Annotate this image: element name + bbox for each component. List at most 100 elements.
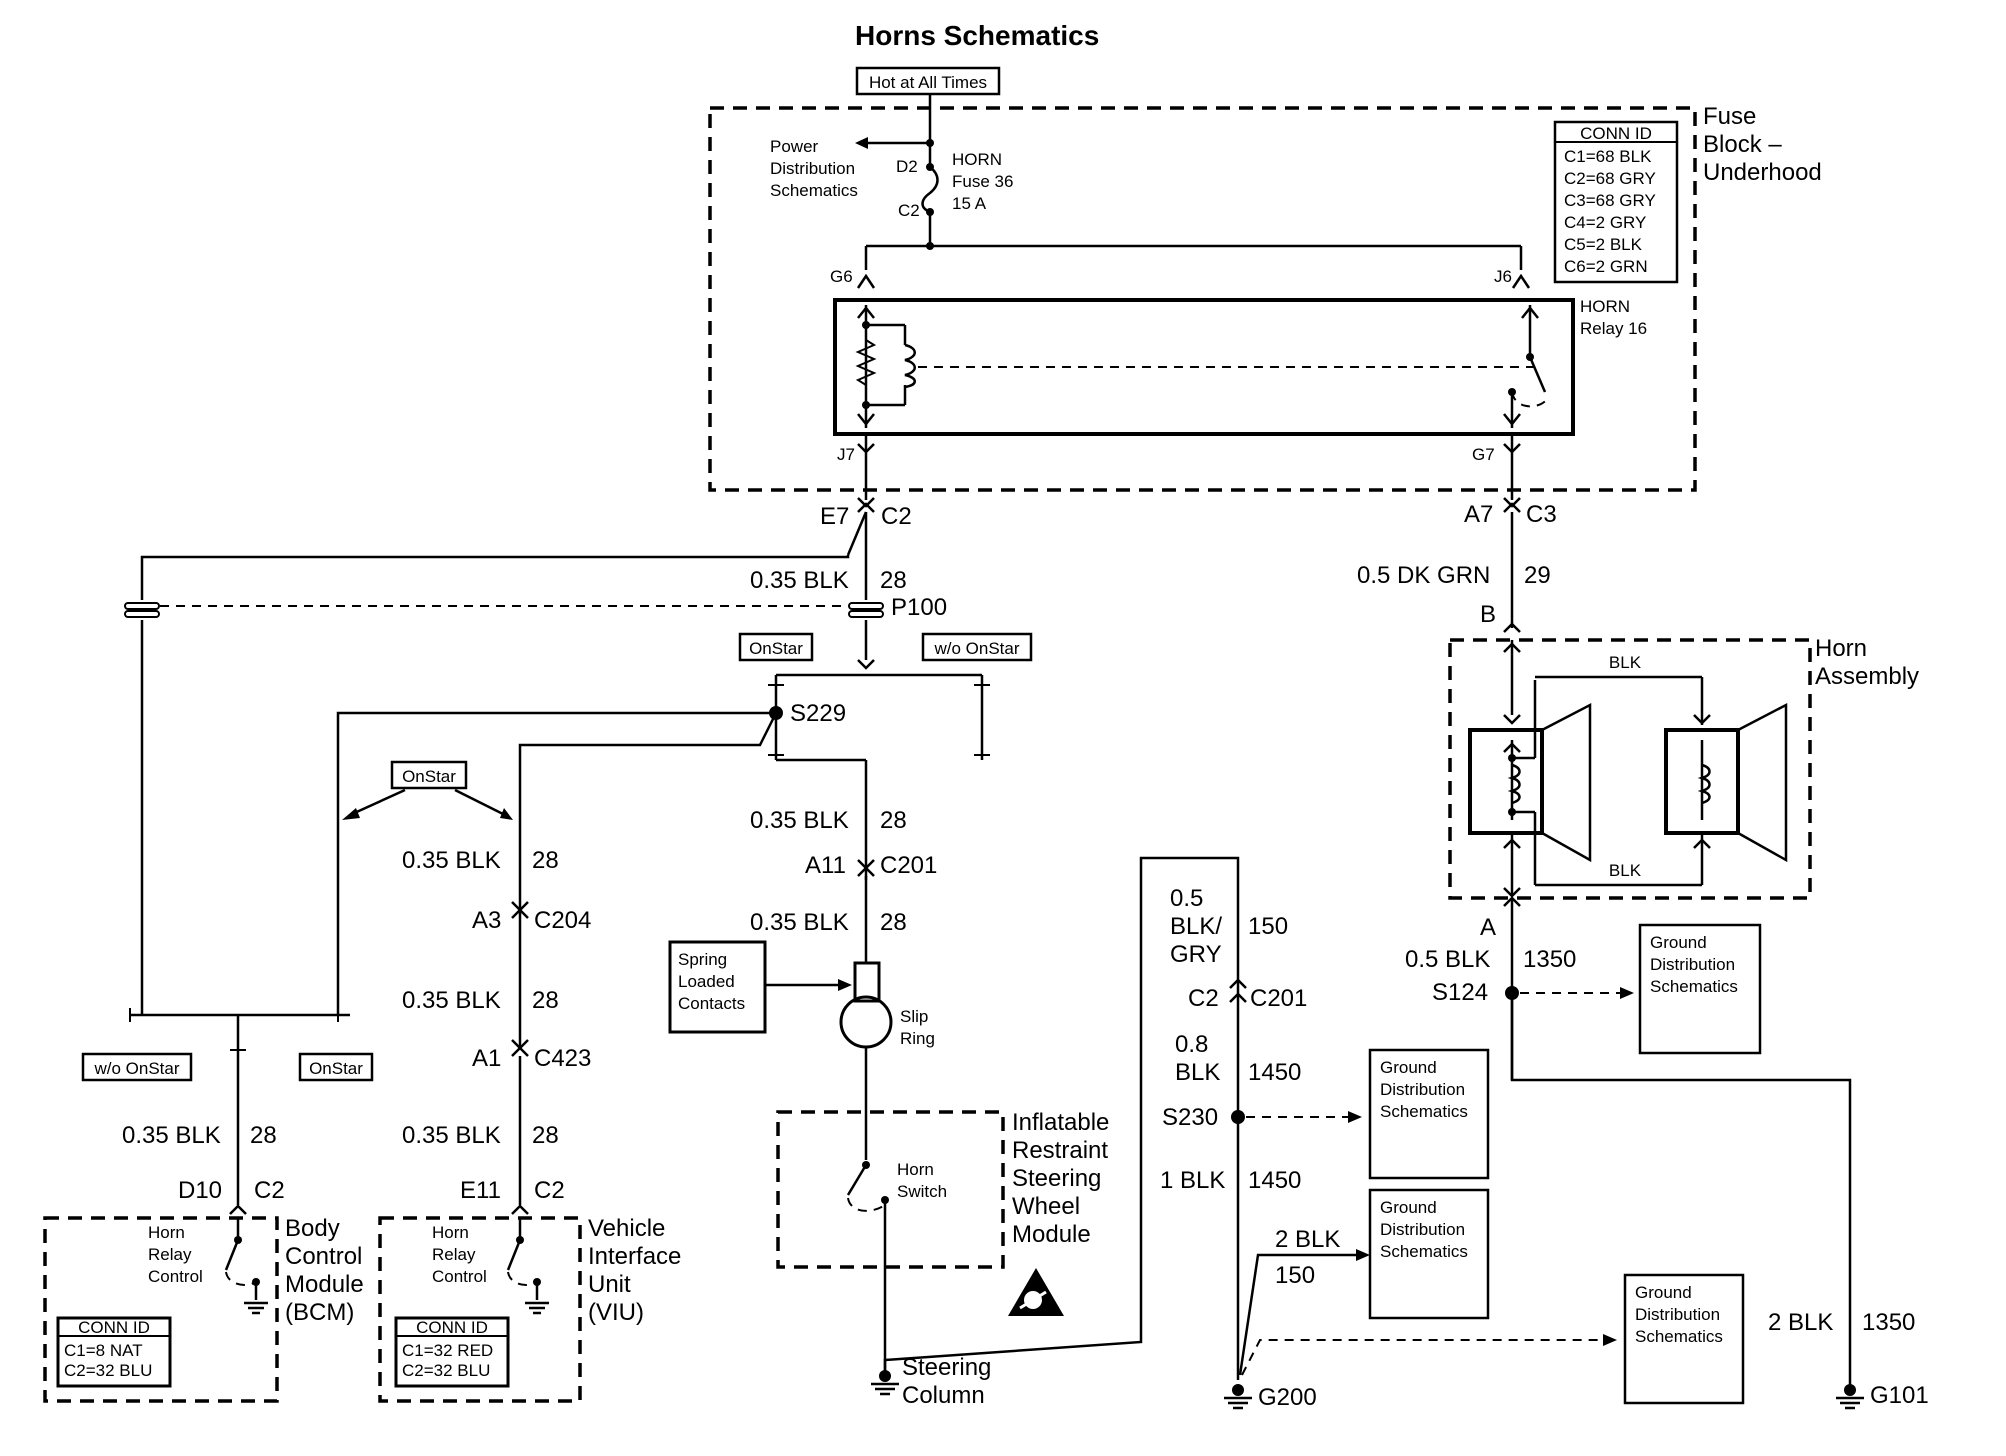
bcm-conn-id-box: [56, 1316, 172, 1388]
g200-ground: [1224, 1384, 1252, 1410]
wire-1450a-circuit: 1450: [1248, 1059, 1301, 1086]
bcm-horn-relay-control: [224, 1218, 268, 1315]
onstar-box-bcm: [298, 1052, 374, 1082]
bcm-ctrl-1: Horn: [148, 1223, 185, 1242]
fuse-conn-id-line-6: C6=2 GRN: [1564, 257, 1648, 276]
viu-label-4: (VIU): [588, 1299, 644, 1326]
bcm-conn-id-line-2: C2=32 BLU: [64, 1361, 152, 1380]
viu-ctrl-3: Control: [432, 1267, 487, 1286]
onstar-label-center: OnStar: [749, 639, 803, 658]
g200-label: G200: [1258, 1384, 1317, 1411]
fuse-36: [855, 94, 939, 250]
wire-1350-circuit: 1350: [1523, 946, 1576, 973]
wire-bcm-circuit: 28: [250, 1122, 277, 1149]
viu-conn-id-line-1: C1=32 RED: [402, 1341, 493, 1360]
c2-conn-top: C2: [881, 503, 912, 530]
viu-label-2: Interface: [588, 1243, 681, 1270]
bcm-label-3: Module: [285, 1271, 364, 1298]
gds-3-line-2: Distribution: [1380, 1220, 1465, 1239]
relay-coil: [855, 305, 1535, 428]
viu-ctrl-2: Relay: [432, 1245, 476, 1264]
wire-2blk1350-size: 2 BLK: [1768, 1309, 1833, 1336]
wo-onstar-label-center: w/o OnStar: [933, 639, 1019, 658]
gds-3-line-1: Ground: [1380, 1198, 1437, 1217]
hot-at-all-times-box: [855, 66, 1001, 96]
wire-viu-b-size: 0.35 BLK: [402, 987, 501, 1014]
gds-3-line-3: Schematics: [1380, 1242, 1468, 1261]
s124-label: S124: [1432, 979, 1488, 1006]
gds-4-line-3: Schematics: [1635, 1327, 1723, 1346]
a7-pin: A7: [1464, 501, 1493, 528]
bcm-ctrl-3: Control: [148, 1267, 203, 1286]
fuse-label-2: Fuse 36: [952, 172, 1013, 191]
bcm-ctrl-2: Relay: [148, 1245, 192, 1264]
fuse-conn-id-line-1: C1=68 BLK: [1564, 147, 1652, 166]
horn-assembly-label-2: Assembly: [1815, 663, 1919, 690]
spring-2: Loaded: [678, 972, 735, 991]
fuse-conn-id-line-4: C4=2 GRY: [1564, 213, 1646, 232]
horn-blk-top: BLK: [1609, 653, 1642, 672]
horn-switch-1: Horn: [897, 1160, 934, 1179]
irswm-1: Inflatable: [1012, 1109, 1109, 1136]
s230-label: S230: [1162, 1104, 1218, 1131]
wire-viu-a-size: 0.35 BLK: [402, 847, 501, 874]
horn-switch: [846, 1161, 889, 1375]
fuse-block-outline: [708, 106, 1697, 492]
relay-pin-g7: G7: [1472, 445, 1495, 464]
ground-dist-box-150: [1368, 1188, 1490, 1320]
fuse-conn-id-line-2: C2=68 GRY: [1564, 169, 1656, 188]
viu-outline: [378, 1216, 582, 1403]
wire-150-size-2: BLK/: [1170, 913, 1222, 940]
bcm-conn-id-line-1: C1=8 NAT: [64, 1341, 143, 1360]
viu-conn-id-box: [394, 1316, 510, 1388]
horn-relay-16: [833, 298, 1575, 436]
wire-center-a-size: 0.35 BLK: [750, 807, 849, 834]
steering-column-2: Column: [902, 1382, 985, 1409]
wire-1450b-size: 1 BLK: [1160, 1167, 1225, 1194]
fuse-pin-d2: D2: [896, 157, 918, 176]
onstar-box-left: [390, 760, 468, 790]
c204-pin: A3: [472, 907, 501, 934]
power-dist-2: Distribution: [770, 159, 855, 178]
gds-2-line-3: Schematics: [1380, 1102, 1468, 1121]
wire-1450b-circuit: 1450: [1248, 1167, 1301, 1194]
wire-viu-b-circuit: 28: [532, 987, 559, 1014]
wo-onstar-box-left: [81, 1052, 193, 1082]
wire-2blk150-circuit: 150: [1275, 1262, 1315, 1289]
bcm-outline: [43, 1216, 279, 1403]
gds-4-line-2: Distribution: [1635, 1305, 1720, 1324]
fuse-conn-id-line-3: C3=68 GRY: [1564, 191, 1656, 210]
bcm-label-1: Body: [285, 1215, 340, 1242]
bcm-label-2: Control: [285, 1243, 362, 1270]
relay-label-2: Relay 16: [1580, 319, 1647, 338]
onstar-box-center: [738, 632, 814, 662]
c201-right-pin: C2: [1188, 985, 1219, 1012]
slip-ring-contact: [853, 961, 881, 1003]
horn-blk-bottom: BLK: [1609, 861, 1642, 880]
horn-assembly-outline: [1448, 638, 1812, 900]
slip-ring-2: Ring: [900, 1029, 935, 1048]
viu-pin: E11: [460, 1177, 501, 1204]
power-dist-3: Schematics: [770, 181, 858, 200]
ground-dist-box-s124: [1638, 923, 1762, 1055]
viu-ctrl-1: Horn: [432, 1223, 469, 1242]
onstar-label-bcm: OnStar: [309, 1059, 363, 1078]
diagram-title: Horns Schematics: [855, 20, 1099, 51]
irswm-4: Wheel: [1012, 1193, 1080, 1220]
wire-center-a-circuit: 28: [880, 807, 907, 834]
relay-switch: [1503, 305, 1549, 428]
gds-1-line-3: Schematics: [1650, 977, 1738, 996]
fuse-conn-id-line-5: C5=2 BLK: [1564, 235, 1643, 254]
wire-bcm-size: 0.35 BLK: [122, 1122, 221, 1149]
viu-conn-id-title: CONN ID: [416, 1318, 488, 1337]
a11-pin: A11: [805, 852, 846, 879]
slip-ring-1: Slip: [900, 1007, 928, 1026]
fuse-label-1: HORN: [952, 150, 1002, 169]
p100-label: P100: [891, 594, 947, 621]
g101-ground: [1836, 1384, 1864, 1410]
horn-right: [1535, 675, 1788, 887]
onstar-label-left: OnStar: [402, 767, 456, 786]
relay-pin-j6: J6: [1494, 267, 1512, 286]
